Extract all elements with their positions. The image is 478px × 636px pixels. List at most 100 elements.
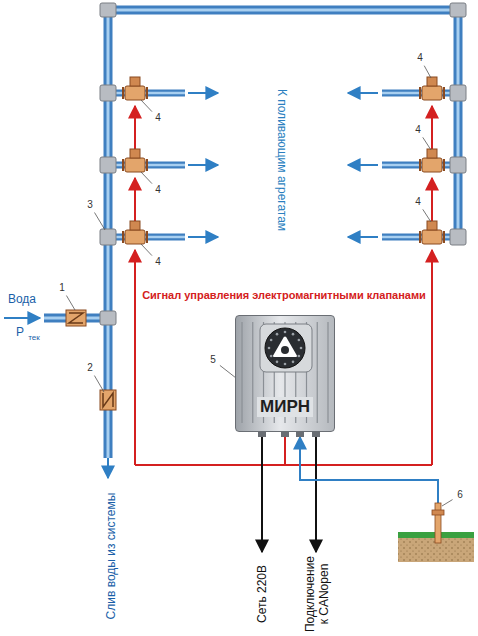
power-line — [261, 432, 263, 552]
shutoff-valve — [69, 313, 83, 323]
callout-number: 1 — [59, 282, 65, 294]
cooling-fin — [317, 322, 318, 423]
logo-dot — [276, 333, 279, 336]
leader-line — [66, 296, 75, 310]
pipe-tee — [450, 85, 466, 101]
cooling-fin — [241, 322, 242, 423]
flow-label: Подключение к CANopen — [304, 555, 332, 633]
outlet-arrow — [188, 92, 218, 94]
valve-body — [422, 86, 442, 100]
callout-number: 2 — [87, 362, 93, 374]
logo-hole — [281, 346, 289, 354]
valve-body — [125, 230, 145, 244]
valve-coil — [427, 77, 437, 86]
signal-label: Сигнал управления электромагнитными клап… — [140, 289, 428, 302]
leader-line — [141, 244, 152, 256]
logo-dot — [284, 331, 287, 334]
soil-sensor — [398, 503, 474, 562]
callout-number: 6 — [457, 489, 463, 501]
water-pipe — [108, 10, 458, 458]
flow-label: Сеть 220В — [256, 565, 270, 623]
pipe-elbow — [100, 3, 466, 325]
valve-body — [422, 158, 442, 172]
valve-flange — [419, 159, 421, 171]
control-wire — [135, 464, 432, 466]
logo-triangle — [274, 337, 296, 356]
valve-flange — [443, 159, 445, 171]
outlet-arrow — [348, 236, 378, 238]
valve-body — [125, 86, 145, 100]
cable-gland — [296, 432, 304, 437]
valve-flange — [443, 231, 445, 243]
power-line — [315, 432, 317, 552]
pipe-tee — [100, 157, 116, 173]
soil-sensor — [432, 510, 444, 515]
callout-number: 3 — [87, 199, 93, 211]
shutoff-valve — [66, 310, 86, 326]
callout-number: 4 — [415, 124, 421, 136]
logo-disc — [265, 328, 305, 368]
logo-dot — [270, 339, 273, 342]
logo-dot — [270, 355, 273, 358]
valve-coil — [130, 77, 140, 86]
logo-dot — [298, 339, 301, 342]
valve-coil — [427, 149, 437, 158]
logo-dot — [268, 347, 271, 350]
logo-plate — [260, 324, 312, 372]
leader-line — [424, 66, 431, 78]
drain-valve — [103, 393, 113, 407]
pipe-elbow — [450, 3, 466, 17]
pipe-tee — [450, 157, 466, 173]
flow-label: P — [16, 326, 24, 340]
leader-line — [423, 209, 431, 222]
cable-gland — [258, 432, 266, 437]
leader-lines — [66, 66, 452, 506]
pipe-tee — [100, 85, 116, 101]
valve-flange — [122, 231, 124, 243]
cooling-fin — [252, 322, 253, 423]
outlet-arrow — [348, 164, 378, 166]
flow-label: Вода — [8, 293, 36, 307]
soil-sensor — [435, 503, 441, 543]
pipe-elbow — [100, 3, 116, 17]
leader-line — [141, 100, 152, 112]
shutoff-valve — [66, 310, 86, 326]
leader-line — [95, 213, 105, 230]
logo-dot — [292, 333, 295, 336]
drain-valve — [100, 390, 116, 410]
valve-flange — [122, 87, 124, 99]
control-wire — [431, 250, 433, 465]
cooling-fin — [327, 322, 328, 423]
leader-line — [94, 376, 104, 392]
device-name: МИРН — [257, 397, 313, 417]
valve-flange — [146, 159, 148, 171]
valve-flange — [419, 231, 421, 243]
callout-number: 4 — [415, 196, 421, 208]
water-pipe — [44, 10, 458, 458]
valve-flange — [443, 87, 445, 99]
logo-dot — [298, 355, 301, 358]
leader-line — [423, 137, 431, 150]
logo-dot — [284, 363, 287, 366]
callout-number: 4 — [155, 256, 161, 268]
control-wire — [134, 250, 136, 465]
flow-label: К поливающим агрегатам — [274, 89, 288, 231]
pipe-tee — [100, 229, 116, 245]
cable-gland — [312, 432, 320, 437]
flow-label: тек — [28, 333, 40, 342]
outlet-arrow — [188, 236, 218, 238]
pipe-elbow — [100, 311, 116, 325]
inlet-arrow — [4, 317, 40, 319]
callout-number: 4 — [155, 184, 161, 196]
valve-coil — [427, 221, 437, 230]
solenoid-valves — [100, 77, 466, 245]
drain-valve — [100, 390, 116, 410]
valve-body — [422, 230, 442, 244]
callout-number: 5 — [210, 354, 216, 366]
outlet-arrow — [188, 164, 218, 166]
valve-body — [125, 158, 145, 172]
water-pipe — [108, 10, 458, 458]
logo-dot — [276, 361, 279, 364]
callout-number: 4 — [417, 52, 423, 64]
